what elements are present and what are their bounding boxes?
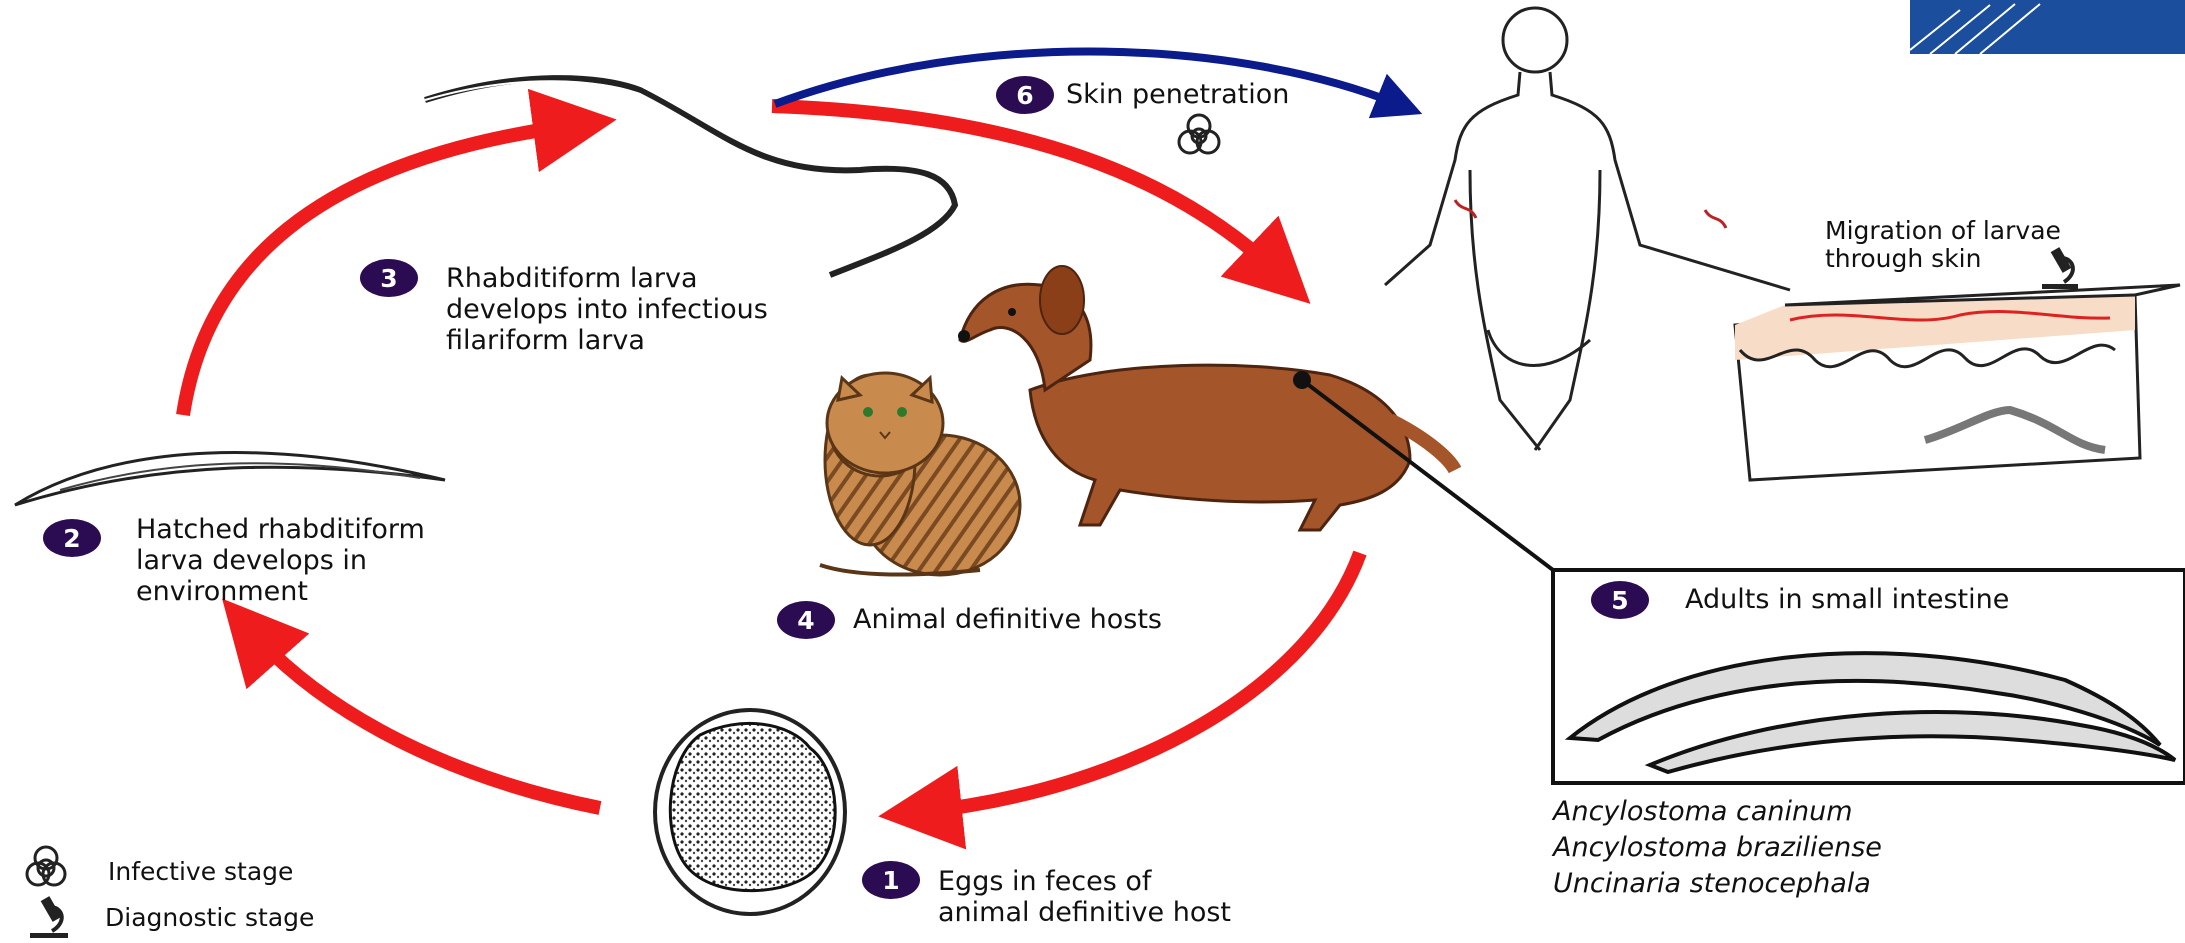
biohazard-icon	[1166, 112, 1232, 158]
arrow-egg-to-rhabditiform	[250, 630, 600, 808]
rhabditiform-larva	[15, 453, 445, 505]
dog	[958, 266, 1455, 530]
step-2-badge: 2	[43, 519, 101, 557]
human-figure	[1385, 8, 1790, 450]
species-list: Ancylostoma caninum Ancylostoma brazilie…	[1553, 794, 1882, 902]
arrow-animal-to-eggs	[920, 553, 1360, 812]
step-4-badge: 4	[777, 601, 835, 639]
step-6-badge: 6	[996, 76, 1054, 114]
microscope-icon	[22, 893, 76, 939]
cat	[820, 373, 1020, 575]
cdc-logo	[1910, 0, 2185, 54]
step-4-label: Animal definitive hosts	[853, 604, 1162, 635]
step-5-label: Adults in small intestine	[1685, 584, 2009, 615]
step-1-badge: 1	[862, 861, 920, 899]
legend-infective: Infective stage	[108, 857, 293, 886]
step-6-label: Skin penetration	[1066, 79, 1289, 110]
legend-diagnostic: Diagnostic stage	[105, 903, 314, 932]
step-5-badge: 5	[1591, 581, 1649, 619]
skin-section	[1735, 285, 2180, 480]
step-3-badge: 3	[360, 259, 418, 297]
microscope-icon	[2034, 244, 2086, 290]
biohazard-icon	[18, 842, 74, 890]
